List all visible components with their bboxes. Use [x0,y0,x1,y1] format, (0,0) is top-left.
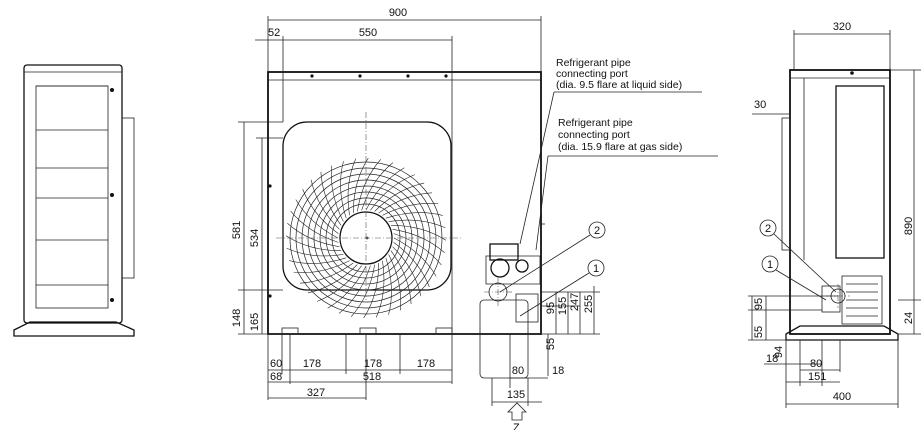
dim-95: 95 [545,302,557,314]
dim-80: 80 [512,365,524,377]
dim-94-side: 94 [773,346,785,358]
dim-550: 550 [359,27,377,39]
view-arrow-icon [507,402,527,421]
dim-30: 30 [754,99,766,111]
dim-900: 900 [389,7,407,19]
front-view [267,71,545,379]
dim-165: 165 [249,313,261,331]
dim-534: 534 [249,229,261,247]
annotations: Refrigerant pipe connecting port (dia. 9… [499,57,718,430]
liquid-port-line2: connecting port [556,68,628,80]
liquid-port-line1: Refrigerant pipe [556,57,631,69]
view-arrow-label: Z [513,422,520,430]
gas-port-line3: (dia. 15.9 flare at gas side) [558,141,682,153]
dim-178-b: 178 [364,358,382,370]
dim-327: 327 [307,387,325,399]
right-side-view: 320 30 890 24 95 55 94 18 80 151 400 [748,21,921,408]
liquid-port-line3: (dia. 9.5 flare at liquid side) [556,79,682,91]
marker-2-side: 2 [765,223,771,235]
dim-178-c: 178 [417,358,435,370]
marker-1-front: 1 [593,263,599,275]
dim-148: 148 [231,309,243,327]
dim-68: 68 [270,371,282,383]
dim-95-side: 95 [753,298,765,310]
dim-60: 60 [270,358,282,370]
dim-55-side: 55 [753,326,765,338]
front-dimensions: 900 52 550 581 534 148 165 60 178 17 [231,7,600,406]
marker-2-front: 2 [594,225,600,237]
gas-port-line2: connecting port [558,129,630,141]
dim-320: 320 [833,21,851,33]
dim-178-a: 178 [303,358,321,370]
left-side-view [13,64,135,337]
dim-581: 581 [231,221,243,239]
dim-255: 255 [583,295,595,313]
dim-151-side: 151 [808,371,826,383]
dim-400-side: 400 [833,391,851,403]
dim-155: 155 [557,297,569,315]
dim-55: 55 [545,338,557,350]
dim-18-side: 18 [766,353,778,365]
dim-18: 18 [552,365,564,377]
marker-1-side: 1 [767,259,773,271]
dim-80-side: 80 [810,358,822,370]
dim-135: 135 [507,389,525,401]
dim-52: 52 [268,27,280,39]
dim-518: 518 [363,371,381,383]
dim-24: 24 [903,312,915,324]
dim-890: 890 [903,217,915,235]
gas-port-line1: Refrigerant pipe [558,117,633,129]
dim-247: 247 [569,293,581,311]
